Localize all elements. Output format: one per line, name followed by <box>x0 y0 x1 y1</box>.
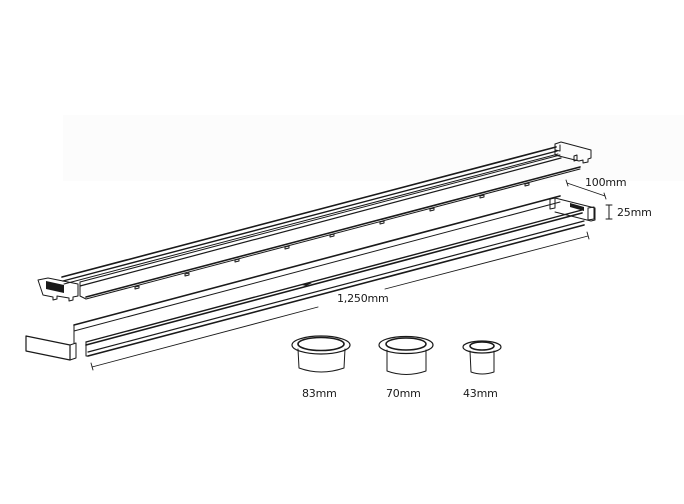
outlet-label-70: 70mm <box>386 387 421 400</box>
outlet-43mm-icon <box>462 340 502 375</box>
outlet-83mm-icon <box>291 335 351 373</box>
height-label: 25mm <box>617 206 652 219</box>
length-label: 1,250mm <box>337 292 389 305</box>
width-dimension-line <box>565 179 607 200</box>
background-panel <box>63 115 684 181</box>
channel-body <box>25 195 596 361</box>
outlet-70mm-icon <box>378 335 434 375</box>
outlet-label-43: 43mm <box>463 387 498 400</box>
outlet-label-83: 83mm <box>302 387 337 400</box>
grate-rail <box>37 141 592 302</box>
width-label: 100mm <box>585 176 627 189</box>
height-dimension-line <box>605 204 613 220</box>
length-dimension-line <box>90 231 590 371</box>
